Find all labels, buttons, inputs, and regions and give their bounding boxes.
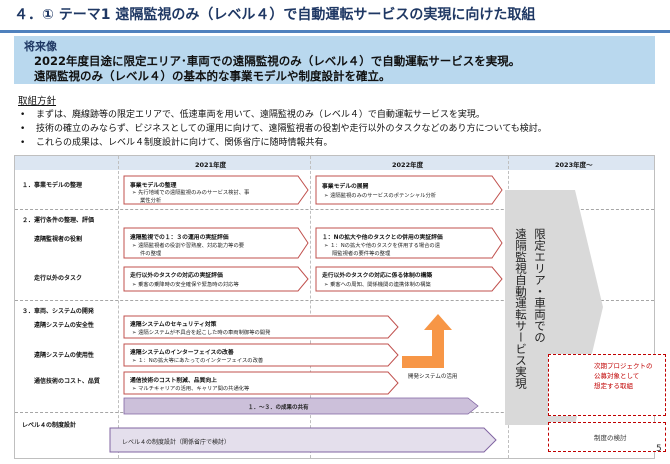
goal-text-2: 遠隔監視自動運転サービス実現	[514, 228, 528, 389]
cell-comm-sub: ➢ マルチキャリアの活用、キャリア間の共通化等	[132, 386, 250, 392]
row-label-system-usability: 遠隔システムの使用性	[34, 352, 94, 359]
goal-text-1: 限定エリア・車両での	[533, 228, 547, 343]
table-header-row	[15, 156, 654, 170]
cell-model-2022-sub: ➢ 遠隔監視のみのサービスのポテンシャル分析	[324, 193, 437, 199]
row-label-system-safety: 遠隔システムの安全性	[34, 322, 94, 329]
bullet-mark: •	[20, 138, 26, 148]
arrow-security	[123, 315, 399, 339]
page-title: ４．① テーマ1 遠隔監視のみ（レベル４）で自動運転サービスの実現に向けた取組	[14, 7, 536, 23]
legend-purple-label: 制度の検討	[594, 434, 627, 442]
column-header-2021: 2021年度	[195, 161, 227, 169]
legend-box	[548, 354, 666, 416]
row-label-operation: ２．運行条件の整理、評価	[22, 217, 95, 224]
row-label-vehicle-system: ３．車両、システムの開発	[22, 308, 94, 315]
column-header-2023: 2023年度～	[555, 161, 593, 169]
column-divider	[118, 156, 119, 458]
policy-bullet: • 技術の確立のみならず、ビジネスとしての運用に向けて、遠隔監視者の役割や走行以外…	[20, 121, 547, 134]
legend-red-label-3: 想定する取組	[594, 382, 633, 390]
policy-bullet-text: 技術の確立のみならず、ビジネスとしての運用に向けて、遠隔監視者の役割や走行以外の…	[36, 124, 547, 134]
cell-interface-title: 遠隔システムのインターフェイスの改善	[130, 350, 234, 356]
vision-heading: 将来像	[24, 40, 57, 53]
title-underline	[0, 30, 670, 33]
cell-role-2022-sub2: 隔監視者の要件等の整理	[332, 251, 391, 257]
vision-line-1: 2022年度目途に限定エリア･車両での遠隔監視のみ（レベル４）で自動運転サービス…	[34, 54, 521, 68]
arrow-role-2022	[315, 227, 503, 259]
arrow-task-2022	[315, 266, 503, 292]
legend-box-purple	[548, 422, 666, 452]
row-label-other-tasks: 走行以外のタスク	[34, 275, 83, 282]
arrow-model-2021	[123, 175, 309, 205]
policy-heading: 取組方針	[18, 96, 57, 107]
cell-model-2021-sub1: ➢ 先行地域での遠隔監視のみのサービス検討、事	[132, 190, 250, 196]
cell-comm-title: 通信技術のコスト削減、品質向上	[130, 378, 217, 384]
vision-line-2: 遠隔監視のみ（レベル４）の基本的な事業モデルや制度設計を確立。	[34, 69, 391, 83]
cell-role-2021-title: 遠隔監視での１：３の運用の実証評価	[130, 235, 229, 241]
cell-task-2021-sub: ➢ 乗客の乗降時の安全確保や緊急時の対応等	[132, 282, 239, 288]
page-number: 5	[656, 444, 662, 454]
row-divider	[15, 209, 654, 210]
legend-red-label-2: 公募対象として	[594, 372, 640, 380]
column-header-2022: 2022年度	[392, 161, 424, 169]
cell-role-2022-title: １：Nの拡大や他のタスクとの併用の実証評価	[322, 235, 443, 241]
cell-task-2022-title: 走行以外のタスクの対応に係る体制の構築	[322, 273, 433, 279]
bullet-mark: •	[20, 110, 26, 120]
arrow-comm	[123, 371, 399, 395]
bullet-mark: •	[20, 124, 26, 134]
level4-sub: （関係省庁で検討）	[176, 439, 231, 446]
cell-role-2021-sub1: ➢ 遠隔監視者の役割や習熟度、対応能力等の要	[132, 243, 245, 249]
arrow-level4	[109, 427, 497, 453]
dev-apply-label: 開発システムの活用	[408, 374, 458, 380]
arrow-results-share	[123, 397, 479, 415]
arrow-dev-apply	[402, 314, 452, 368]
arrow-role-2021	[123, 227, 309, 259]
cell-model-2021-sub2: 業性分析	[140, 198, 162, 204]
level4-label: レベル４の制度設計（関係省庁で検討）	[122, 437, 230, 446]
cell-task-2022-sub: ➢ 乗客への周知、関係機関の連携体制の構築	[324, 282, 431, 288]
legend-red-label-1: 次期プロジェクトの	[594, 362, 653, 370]
cell-task-2021-title: 走行以外のタスクの対応の実証評価	[130, 273, 223, 279]
level4-title: レベル４の制度設計	[122, 439, 177, 446]
row-label-comm-cost: 通信技術のコスト、品質	[34, 378, 100, 385]
cell-security-title: 遠隔システムのセキュリティ対策	[130, 322, 217, 328]
policy-bullet: • これらの成果は、レベル４制度設計に向けて、関係省庁に随時情報共有。	[20, 135, 333, 148]
policy-bullet: • まずは、廃線跡等の限定エリアで、低速車両を用いて、遠隔監視のみ（レベル４）で自…	[20, 107, 485, 120]
roadmap-table	[14, 155, 655, 459]
results-share-label: １．～３．の成果の共有	[248, 405, 309, 411]
column-divider	[310, 156, 311, 458]
row-label-level4-law: レベル４の制度設計	[22, 422, 77, 429]
arrow-task-2021	[123, 266, 309, 292]
policy-bullet-text: これらの成果は、レベル４制度設計に向けて、関係省庁に随時情報共有。	[36, 138, 333, 148]
cell-model-2021-title: 事業モデルの整理	[130, 183, 177, 189]
row-label-business-model: １．事業モデルの整理	[22, 182, 83, 189]
arrow-model-2022	[315, 175, 503, 205]
cell-model-2022-title: 事業モデルの展開	[322, 184, 369, 190]
cell-interface-sub: ➢ １：Nの拡大等にあたってのインターフェイスの改善	[132, 358, 264, 364]
vision-band	[14, 36, 655, 84]
policy-bullet-text: まずは、廃線跡等の限定エリアで、低速車両を用いて、遠隔監視のみ（レベル４）で自動…	[36, 110, 485, 120]
cell-security-sub: ➢ 遠隔システムが不具合を起こした時の車両制御等の開発	[132, 330, 271, 336]
cell-role-2021-sub2: 件の整理	[140, 251, 162, 257]
arrow-interface	[123, 343, 399, 367]
row-divider	[15, 300, 654, 301]
cell-role-2022-sub1: ➢ １：Nの拡大や他のタスクを併用する場合の遠	[324, 243, 441, 249]
row-label-monitor-role: 遠隔監視者の役割	[34, 236, 83, 243]
